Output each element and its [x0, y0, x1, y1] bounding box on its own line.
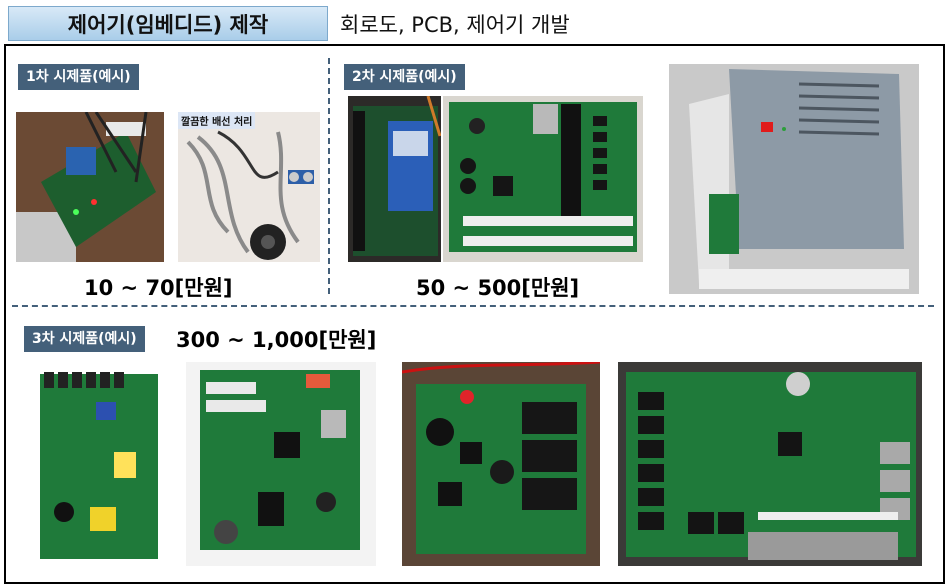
vertical-divider: [328, 58, 330, 294]
title-tab: 제어기(임베디드) 제작: [8, 6, 328, 41]
prototype-3-board-a-photo: [34, 362, 166, 566]
horizontal-divider: [12, 305, 934, 307]
prototype-2-enclosure-photo: [669, 64, 919, 294]
wiring-photo-caption: 깔끔한 배선 처리: [178, 112, 256, 129]
prototype-1-board-photo: [16, 112, 164, 262]
prototype-2-label: 2차 시제품(예시): [344, 64, 465, 90]
page-subtitle: 회로도, PCB, 제어기 개발: [340, 13, 570, 37]
prototype-3-board-b-photo: [186, 362, 376, 566]
prototype-3-label: 3차 시제품(예시): [24, 326, 145, 352]
prototype-3-board-d-photo: [618, 362, 922, 566]
prototype-1-wiring-photo: [178, 112, 320, 262]
prototype-2-board-photo: [443, 96, 643, 262]
page-title: 제어기(임베디드) 제작: [67, 12, 269, 37]
prototype-2-stack-photo: [348, 96, 441, 262]
prototype-2-price: 50 ~ 500[만원]: [416, 276, 580, 300]
prototype-3-board-c-photo: [402, 362, 600, 566]
prototype-1-price: 10 ~ 70[만원]: [84, 276, 233, 300]
prototype-1-label: 1차 시제품(예시): [18, 64, 139, 90]
prototype-3-price: 300 ~ 1,000[만원]: [176, 328, 377, 352]
content-frame: [4, 44, 945, 584]
